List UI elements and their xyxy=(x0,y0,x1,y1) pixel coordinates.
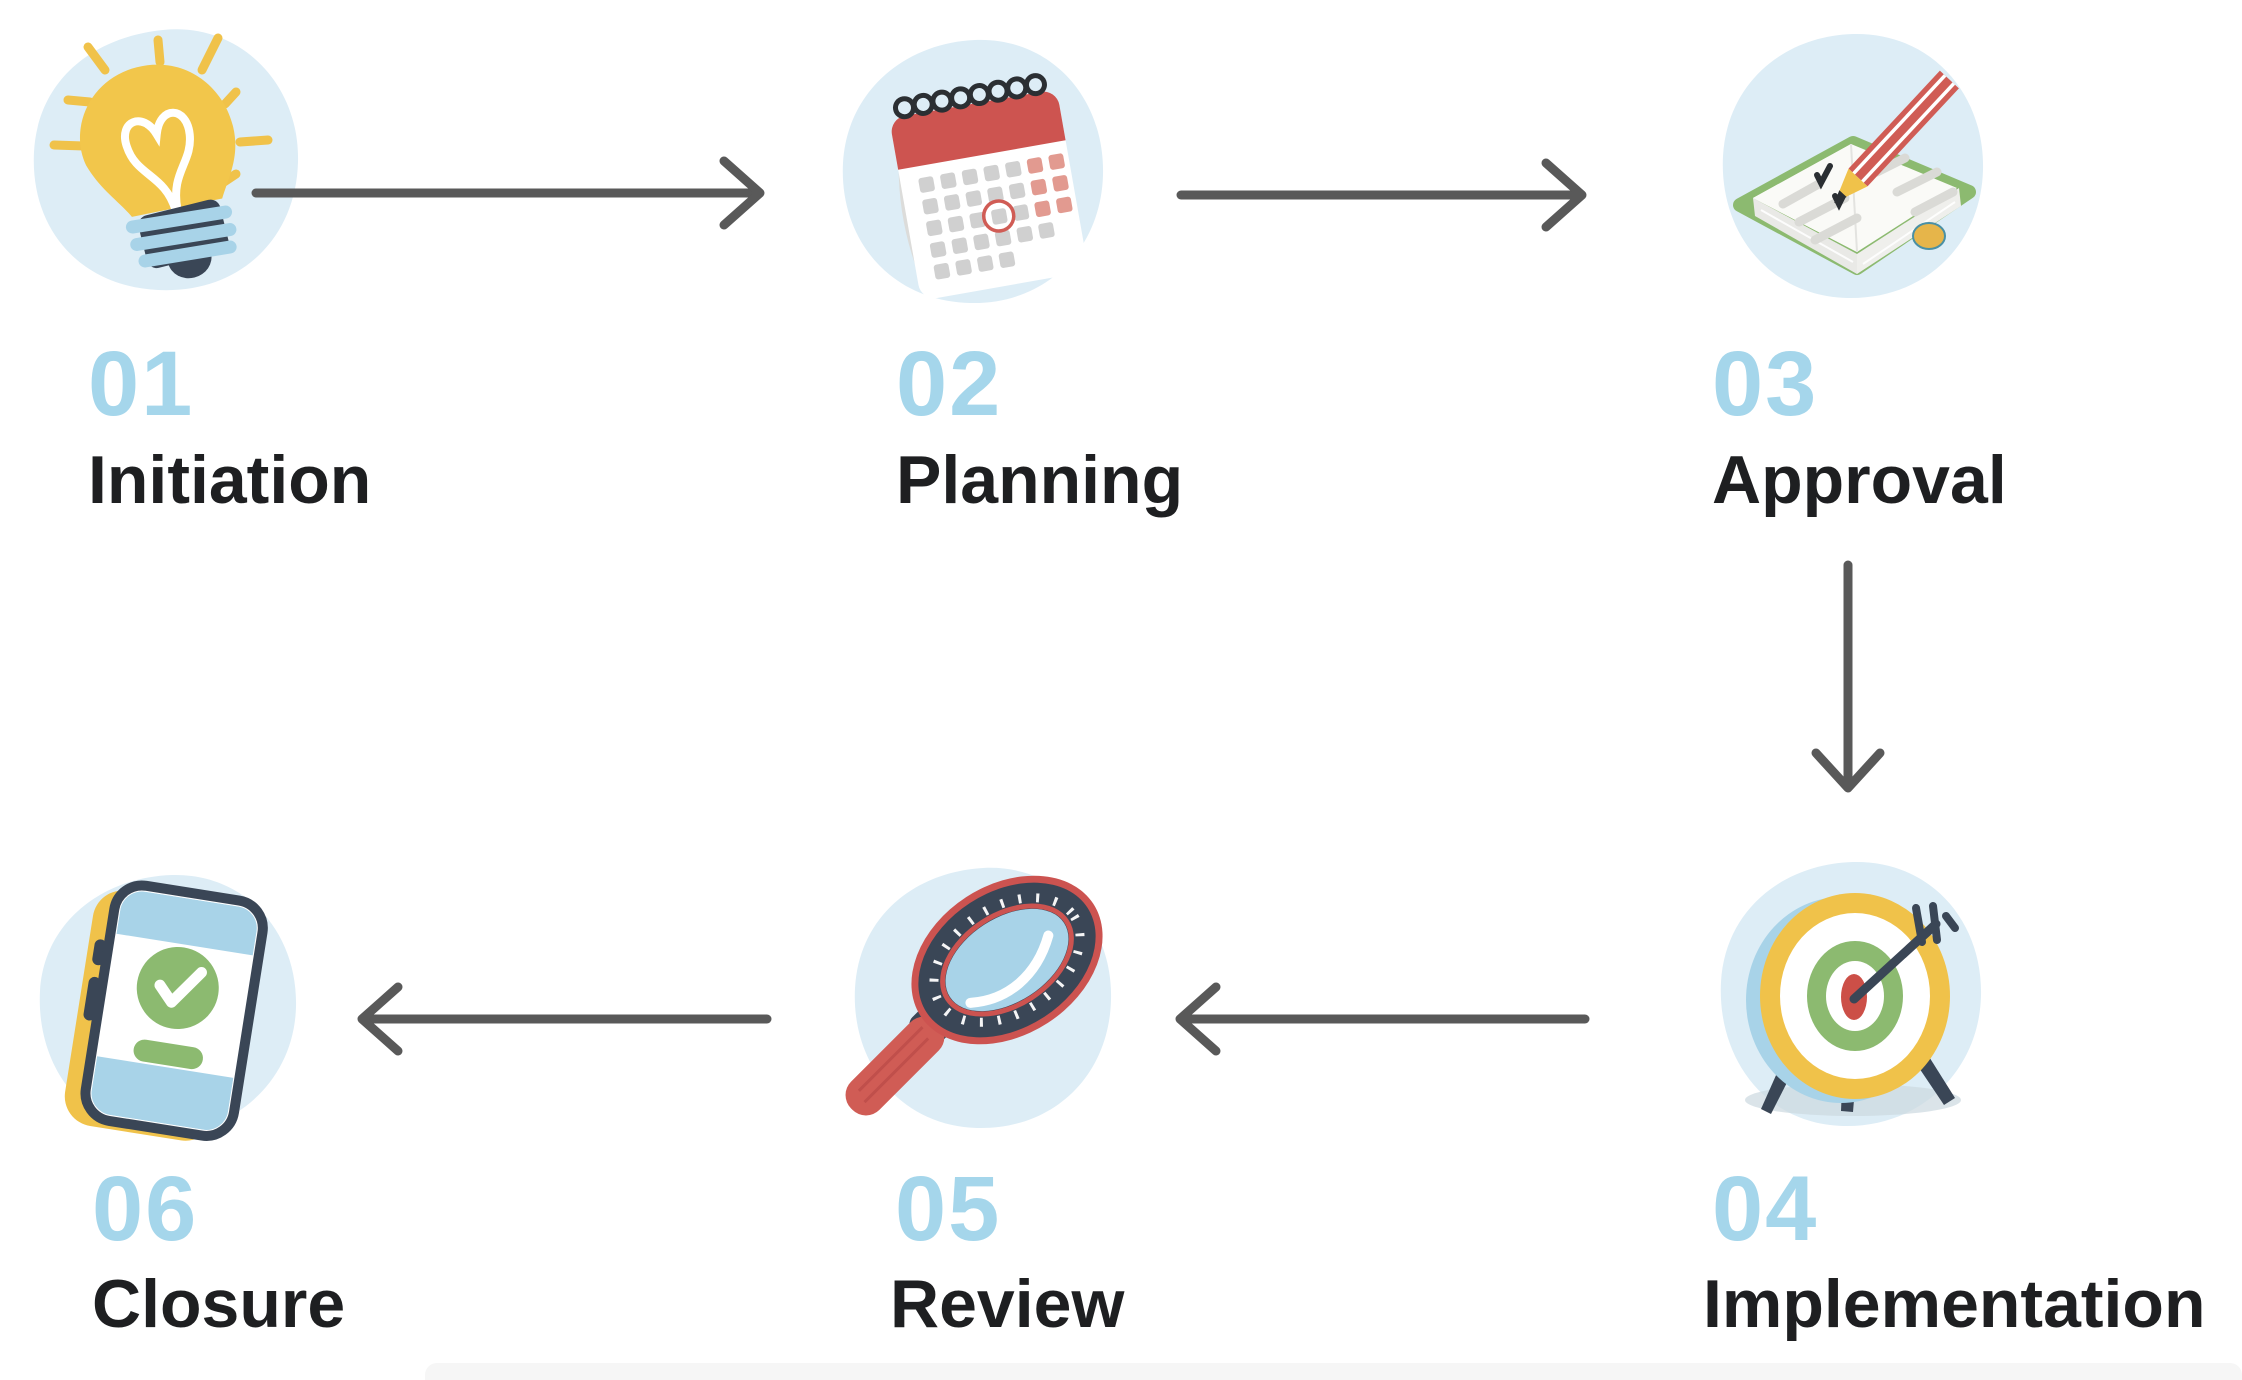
step-number: 05 xyxy=(895,1158,1002,1260)
arrow-04-to-05 xyxy=(1168,974,1590,1064)
step-label-closure: Closure xyxy=(92,1266,346,1342)
calendar-icon xyxy=(825,25,1115,315)
arrow-05-to-06 xyxy=(350,974,772,1064)
step-number: 01 xyxy=(88,333,195,435)
magnifying-glass-icon xyxy=(835,852,1125,1142)
phone-check-icon xyxy=(20,855,310,1145)
arrow-02-to-03 xyxy=(1176,150,1598,240)
lightbulb-idea-icon xyxy=(18,12,308,302)
step-label-approval: Approval xyxy=(1712,442,2007,518)
dartboard-target-icon xyxy=(1703,848,1993,1138)
step-label-implementation: Implementation xyxy=(1703,1266,2206,1342)
arrow-01-to-02 xyxy=(251,148,777,238)
step-label-review: Review xyxy=(890,1266,1125,1342)
bottom-strip xyxy=(425,1363,2242,1380)
step-label-initiation: Initiation xyxy=(88,442,372,518)
step-label-planning: Planning xyxy=(896,442,1184,518)
step-number: 02 xyxy=(896,333,1003,435)
step-number: 04 xyxy=(1712,1158,1819,1260)
arrow-03-to-04 xyxy=(1800,560,1896,800)
step-number: 06 xyxy=(92,1158,199,1260)
step-number: 03 xyxy=(1712,333,1819,435)
book-pencil-icon xyxy=(1705,20,1995,310)
